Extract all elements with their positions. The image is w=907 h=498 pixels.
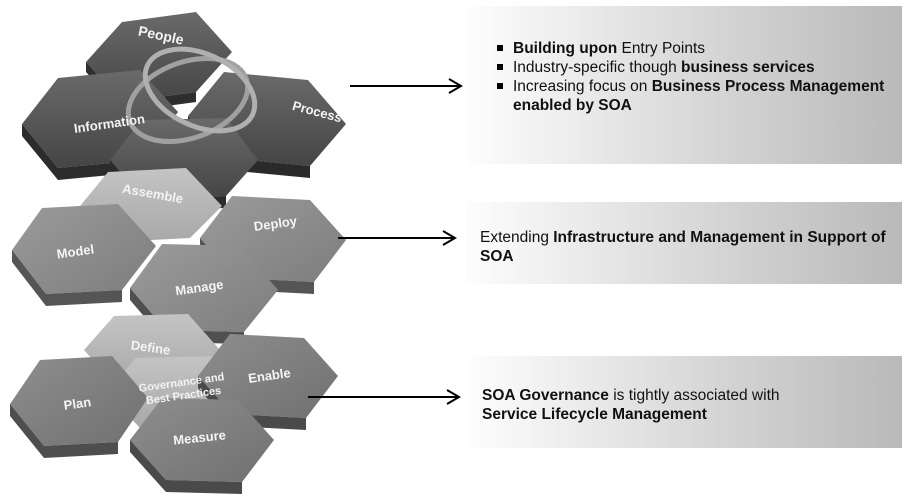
bullet-bpm-soa: Increasing focus on Business Process Man… — [496, 77, 892, 115]
panel-middle: Extending Infrastructure and Management … — [466, 202, 902, 284]
bullet-business-services: Industry-specific though business servic… — [496, 58, 892, 77]
label-manage: Manage — [174, 277, 224, 299]
panel-top-bullet-list: Building upon Entry Points Industry-spec… — [496, 39, 892, 115]
label-deploy: Deploy — [253, 213, 299, 234]
label-enable: Enable — [247, 365, 291, 386]
hex-model-side — [12, 250, 122, 306]
panel-bottom: SOA Governance is tightly associated wit… — [470, 356, 902, 448]
hex-measure-side — [130, 440, 242, 494]
hex-plan-side — [10, 404, 118, 458]
panel-middle-text: Extending Infrastructure and Management … — [480, 229, 886, 265]
ring-right — [142, 46, 258, 134]
soa-hexagon-diagram: People Information Process Assemble Mode… — [10, 12, 346, 494]
panel-bottom-text: SOA Governance is tightly associated wit… — [482, 387, 780, 423]
bottom-hex-cluster: Define Plan Governance and Best Practice… — [10, 314, 338, 494]
hex-measure — [130, 398, 274, 482]
label-measure: Measure — [173, 427, 227, 447]
middle-hex-cluster: Assemble Model Deploy Manage — [12, 168, 346, 344]
panel-top: Building upon Entry Points Industry-spec… — [468, 6, 902, 164]
hex-plan — [10, 356, 148, 446]
label-define: Define — [130, 337, 171, 357]
label-plan: Plan — [63, 394, 92, 413]
hex-model — [12, 204, 156, 294]
bullet-entry-points: Building upon Entry Points — [496, 39, 892, 58]
hex-manage — [130, 244, 278, 332]
label-model: Model — [56, 242, 95, 262]
hex-enable — [198, 334, 338, 418]
